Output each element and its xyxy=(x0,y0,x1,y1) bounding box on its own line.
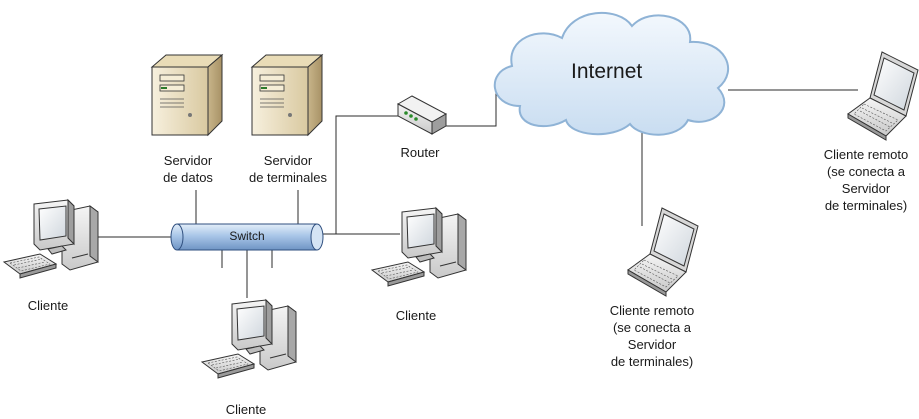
terminal-server-label: Servidor de terminales xyxy=(248,153,328,185)
remote-client-right-label: Cliente remoto (se conecta a Servidor de… xyxy=(823,147,909,213)
internet-cloud xyxy=(493,11,730,136)
client-bottom-icon xyxy=(201,299,297,379)
client-bottom-label: Cliente xyxy=(225,402,267,417)
data-server-label: Servidor de datos xyxy=(163,153,213,185)
link-router-internet xyxy=(444,92,497,127)
switch-label: Switch xyxy=(229,229,265,243)
router-label: Router xyxy=(400,145,440,160)
client-left-icon xyxy=(3,199,99,279)
client-left-label: Cliente xyxy=(27,298,69,313)
remote-client-bottom-icon xyxy=(627,207,699,297)
router-icon xyxy=(396,95,448,135)
switch-icon xyxy=(170,223,324,251)
terminal-server-icon xyxy=(251,54,323,136)
remote-client-right-icon xyxy=(847,51,919,141)
connection-lines xyxy=(92,89,858,298)
remote-client-bottom-label: Cliente remoto (se conecta a Servidor de… xyxy=(609,303,695,369)
client-right-icon xyxy=(371,207,467,287)
client-right-label: Cliente xyxy=(395,308,437,323)
internet-label: Internet xyxy=(571,60,643,83)
link-switch-router xyxy=(335,115,398,234)
data-server-icon xyxy=(151,54,223,136)
